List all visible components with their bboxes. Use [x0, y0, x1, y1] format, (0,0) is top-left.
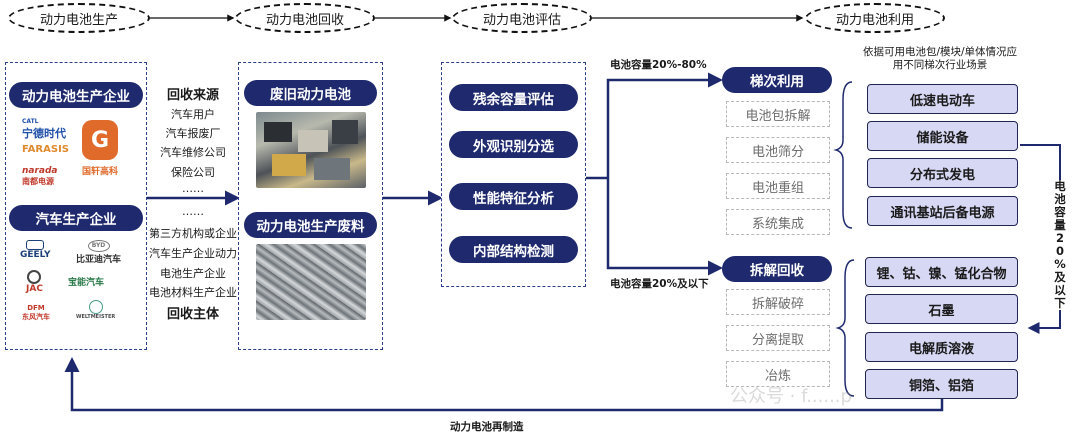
logo-baoneng: 宝能汽车	[68, 278, 105, 288]
cascade-app: 分布式发电	[867, 158, 1018, 188]
logo-byd: BYD 比亚迪汽车	[76, 240, 122, 265]
eval-step: 性能特征分析	[449, 183, 578, 210]
waste-batteries-photo	[256, 112, 366, 188]
recycle-source-item: ……	[182, 205, 204, 218]
eval-step: 残余容量评估	[449, 84, 578, 111]
dismantle-product: 石墨	[865, 294, 1018, 324]
recycle-source-item: 汽车生产企业动力	[149, 247, 237, 260]
car-makers-header: 汽车生产企业	[9, 205, 143, 231]
recycle-source-item: 保险公司	[171, 166, 215, 179]
logo-narada: narada 南都电源	[22, 166, 58, 186]
remanufacture-label: 动力电池再制造	[450, 421, 524, 433]
recycle-source-item: 电池生产企业	[160, 267, 226, 280]
recycle-sources-title: 回收来源	[166, 88, 219, 103]
cascade-brace	[833, 81, 853, 229]
recycle-source-item: 电池材料生产企业	[149, 286, 237, 299]
cascade-step: 电池筛分	[726, 137, 830, 163]
remanufacture-loop	[64, 357, 944, 412]
cascade-app: 通讯基站后备电源	[867, 196, 1018, 226]
dismantle-product: 铜箔、铝箔	[865, 369, 1018, 399]
logo-weltmeister: WELTMEISTER	[76, 300, 115, 320]
waste-materials-photo	[256, 244, 366, 320]
logo-farasis: FARASIS	[22, 144, 69, 155]
waste-batteries-label: 废旧动力电池	[244, 80, 377, 106]
dismantle-product: 电解质溶液	[865, 332, 1018, 362]
cascade-app: 储能设备	[867, 121, 1018, 151]
cascade-note: 依据可用电池包/模块/单体情况应用不同梯次行业场景	[862, 46, 1018, 71]
dismantle-brace	[835, 259, 855, 397]
logo-dongfeng: DFM 东风汽车	[22, 304, 50, 321]
stage-evaluation: 动力电池评估	[452, 3, 592, 33]
battery-makers-header: 动力电池生产企业	[9, 82, 143, 108]
dismantle-title: 拆解回收	[722, 256, 832, 282]
capacity-high-label: 电池容量20%-80%	[610, 59, 707, 71]
cascade-step: 电池重组	[726, 173, 830, 199]
waste-materials-label: 动力电池生产废料	[244, 212, 377, 238]
logo-jac: JAC	[26, 270, 43, 294]
recycle-source-item: 汽车维修公司	[160, 146, 226, 159]
recycle-source-item: ……	[182, 182, 204, 195]
cascade-step: 系统集成	[726, 209, 830, 235]
dismantle-step: 冶炼	[726, 361, 830, 387]
cascade-app: 低速电动车	[867, 84, 1018, 114]
cascade-title: 梯次利用	[722, 67, 832, 93]
recycle-source-item: 汽车报废厂	[165, 127, 221, 140]
logo-geely: GEELY	[20, 240, 51, 260]
arrow-to-utilization	[586, 72, 723, 276]
stage-recycling: 动力电池回收	[235, 3, 375, 33]
dismantle-step: 分离提取	[726, 325, 830, 351]
dismantle-product: 锂、钴、镍、锰化合物	[865, 257, 1018, 287]
recycle-source-item: 汽车用户	[171, 108, 215, 121]
recycle-body-title: 回收主体	[166, 307, 219, 322]
eval-step: 内部结构检测	[449, 236, 578, 263]
logo-catl: CATL 宁德时代	[22, 118, 66, 140]
recycle-source-item: 第三方机构或企业	[149, 227, 237, 240]
eval-step: 外观识别分选	[449, 131, 578, 158]
dismantle-step: 拆解破碎	[726, 289, 830, 315]
capacity-low-label: 电池容量20%及以下	[610, 278, 709, 290]
stage-utilization: 动力电池利用	[805, 3, 945, 33]
watermark: 公众号 · f......p	[730, 386, 852, 407]
stage-production: 动力电池生产	[8, 3, 150, 33]
logo-gotion: G 国轩高科	[82, 120, 118, 177]
cascade-step: 电池包拆解	[726, 101, 830, 127]
